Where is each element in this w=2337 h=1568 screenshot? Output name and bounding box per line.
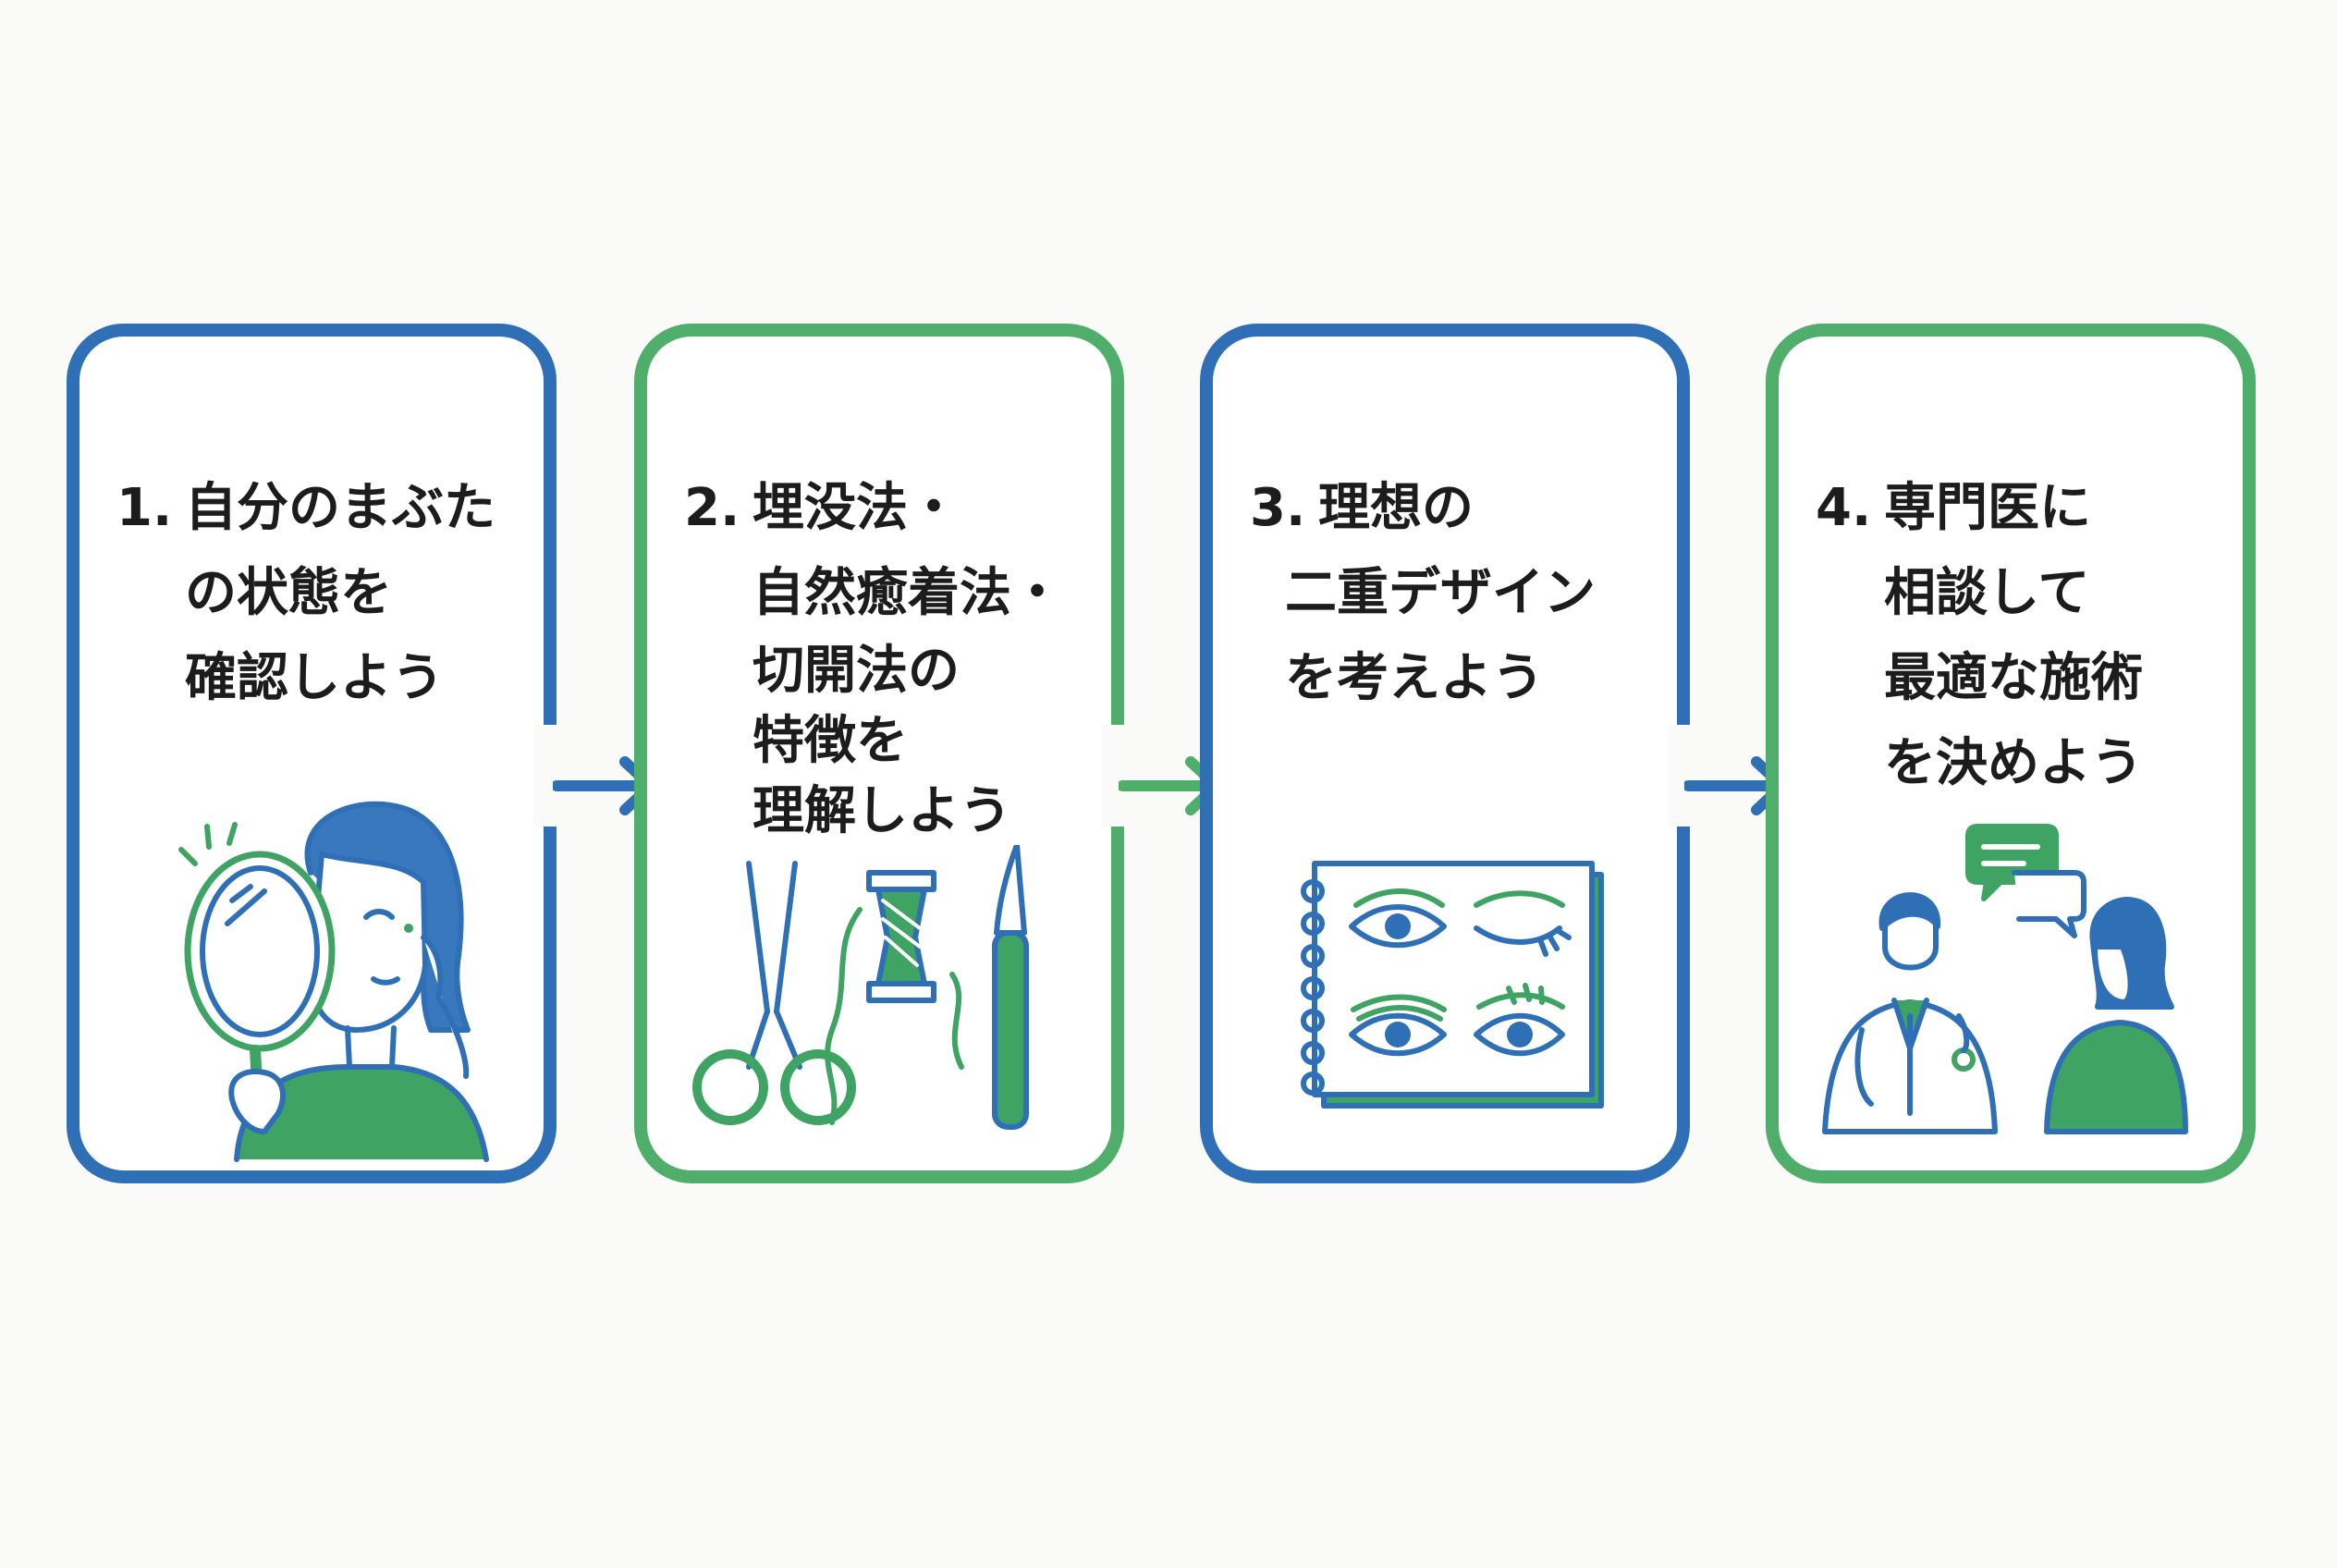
step-card-3: 3.理想の 二重デザイン を考えよう: [1200, 324, 1695, 1183]
title-line: 二重デザイン: [1285, 563, 1596, 623]
connector-gap: [1668, 725, 1695, 827]
title-line: 最適な施術: [1884, 648, 2143, 708]
connector-gap: [534, 725, 562, 827]
mirror-woman-icon: [178, 801, 489, 1162]
eye-design-notebook-icon: [1301, 861, 1604, 1109]
connector-gap: [1102, 725, 1130, 827]
step-number: 4.: [1816, 478, 1872, 538]
title-line: 埋没法・: [752, 478, 960, 538]
surgical-tools-icon: [692, 845, 1029, 1130]
step-4-title: 4.専門医に 相談して 最適な施術 を決めよう: [1816, 466, 2215, 806]
title-line: 特徴を: [752, 711, 908, 771]
title-line: 自分のまぶた: [185, 478, 496, 538]
title-line: 専門医に: [1884, 478, 2091, 538]
title-line: 理想の: [1318, 478, 1474, 538]
step-number: 3.: [1250, 478, 1306, 538]
title-line: を決めよう: [1884, 733, 2143, 793]
doctor-consultation-icon: [1822, 824, 2188, 1134]
title-line: 切開法の: [752, 641, 960, 701]
title-line: 理解しよう: [752, 781, 1011, 841]
step-2-title: 2.埋没法・ 自然癒着法・ 切開法の 特徴を 理解しよう: [684, 466, 1083, 847]
step-number: 2.: [684, 478, 740, 538]
step-card-2: 2.埋没法・ 自然癒着法・ 切開法の 特徴を 理解しよう: [634, 324, 1130, 1183]
step-card-4: 4.専門医に 相談して 最適な施術 を決めよう: [1766, 324, 2256, 1183]
title-line: 自然癒着法・: [752, 563, 1063, 623]
step-card-1: 1.自分のまぶた の状態を 確認しよう: [67, 324, 562, 1183]
title-line: の状態を: [185, 563, 392, 623]
step-1-title: 1.自分のまぶた の状態を 確認しよう: [116, 466, 516, 721]
title-line: 確認しよう: [185, 648, 444, 708]
step-3-title: 3.理想の 二重デザイン を考えよう: [1250, 466, 1649, 721]
step-number: 1.: [116, 478, 173, 538]
title-line: を考えよう: [1285, 648, 1544, 708]
title-line: 相談して: [1884, 563, 2090, 623]
